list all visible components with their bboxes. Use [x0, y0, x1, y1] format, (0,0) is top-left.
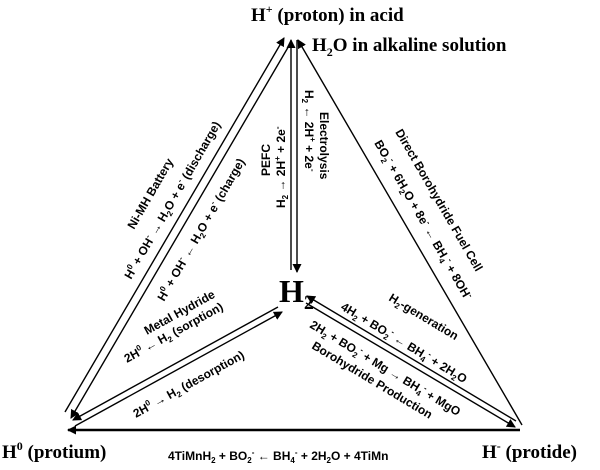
label-electrolysis-eq: H2 ← 2H+ + 2e-	[300, 90, 317, 172]
arrow-mh-sorption	[72, 306, 279, 421]
label-electrolysis-title: Electrolysis	[317, 112, 331, 180]
arrow-mh-desorption	[74, 311, 283, 427]
label-pefc-title: PEFC	[259, 144, 273, 176]
node-left-protium: H0 (protium)	[2, 439, 106, 463]
label-pefc-eq: H2 → 2H+ + 2e-	[273, 126, 290, 208]
node-top-water: H2O in alkaline solution	[312, 35, 507, 59]
arrow-nimh-charge	[70, 43, 291, 419]
arrow-bh-production	[305, 302, 516, 428]
arrow-h2-generation	[306, 295, 517, 422]
label-bottom-eq: 4TiMnH2 + BO2- ← BH4- + 2H2O + 4TiMn	[168, 448, 388, 465]
node-center-h2: H2	[279, 273, 314, 314]
arrow-nimh-discharge	[64, 37, 285, 413]
node-right-protide: H- (protide)	[482, 439, 577, 463]
arrow-dbfc	[297, 39, 523, 426]
label-mh-desorption: 2H0 → H2 (desorption)	[130, 347, 248, 422]
node-top-proton: H+ (proton) in acid	[251, 2, 404, 26]
